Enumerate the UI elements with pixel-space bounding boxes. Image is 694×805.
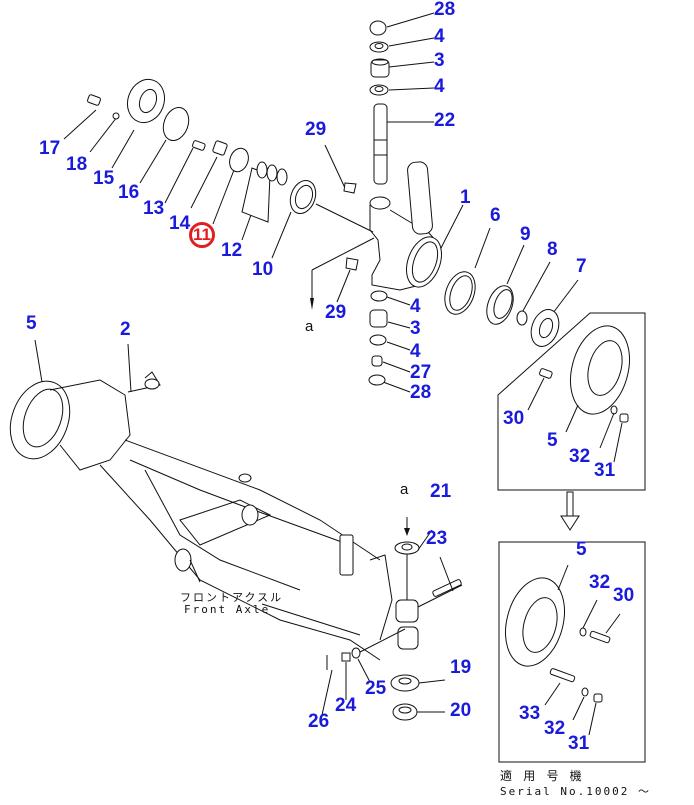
view-marker-a-top: a: [305, 318, 314, 335]
inset-arrow: [560, 491, 580, 531]
callout-9[interactable]: 9: [520, 224, 531, 245]
callout-21[interactable]: 21: [430, 481, 452, 502]
callout-32[interactable]: 32: [589, 572, 611, 593]
axle-label-english: Front Axle: [184, 603, 271, 616]
callout-12[interactable]: 12: [221, 240, 243, 261]
callout-30[interactable]: 30: [503, 408, 525, 429]
callout-20[interactable]: 20: [450, 700, 472, 721]
hub-components: [87, 78, 374, 233]
callout-4[interactable]: 4: [434, 76, 445, 97]
callout-22[interactable]: 22: [434, 110, 456, 131]
callout-1[interactable]: 1: [460, 187, 471, 208]
callout-28[interactable]: 28: [410, 382, 432, 403]
callout-32[interactable]: 32: [569, 446, 591, 467]
callout-29[interactable]: 29: [325, 302, 347, 323]
callout-15[interactable]: 15: [93, 168, 115, 189]
callout-7[interactable]: 7: [576, 256, 587, 277]
callout-16[interactable]: 16: [118, 182, 140, 203]
callout-18[interactable]: 18: [66, 154, 88, 175]
callout-25[interactable]: 25: [365, 678, 387, 699]
callout-4[interactable]: 4: [434, 26, 445, 47]
callout-5[interactable]: 5: [576, 539, 587, 560]
callout-19[interactable]: 19: [450, 657, 472, 678]
inset-hub-2: [498, 541, 646, 763]
callout-13[interactable]: 13: [143, 198, 165, 219]
callout-26[interactable]: 26: [308, 711, 330, 732]
callout-5[interactable]: 5: [547, 430, 558, 451]
callout-3[interactable]: 3: [434, 50, 445, 71]
callout-8[interactable]: 8: [547, 239, 558, 260]
callout-33[interactable]: 33: [519, 703, 541, 724]
callout-3[interactable]: 3: [410, 318, 421, 339]
callout-6[interactable]: 6: [490, 205, 501, 226]
highlight-ring: [189, 222, 215, 248]
serial-heading: 適 用 号 機: [500, 769, 584, 783]
view-marker-a-bottom: a: [400, 481, 409, 498]
axle-label-japanese: フロントアクスル: [180, 591, 284, 604]
kingpin-stack-top: [369, 20, 390, 185]
callout-27[interactable]: 27: [410, 362, 432, 383]
callout-5[interactable]: 5: [26, 313, 37, 334]
kingpin-stack-bottom: [368, 290, 388, 386]
callout-28[interactable]: 28: [434, 0, 456, 20]
callout-24[interactable]: 24: [335, 695, 357, 716]
callout-31[interactable]: 31: [594, 460, 616, 481]
callout-17[interactable]: 17: [39, 138, 61, 159]
callout-23[interactable]: 23: [426, 528, 448, 549]
callout-2[interactable]: 2: [120, 319, 131, 340]
serial-number-range: Serial No.10002 〜: [500, 785, 651, 798]
inset-hub-1: [497, 312, 646, 491]
callout-29[interactable]: 29: [305, 119, 327, 140]
callout-10[interactable]: 10: [252, 259, 274, 280]
callout-31[interactable]: 31: [568, 733, 590, 754]
callout-30[interactable]: 30: [613, 585, 635, 606]
axle-housing: [9, 371, 463, 721]
callout-4[interactable]: 4: [410, 341, 421, 362]
callout-14[interactable]: 14: [169, 213, 191, 234]
callout-4[interactable]: 4: [410, 296, 421, 317]
steering-knuckle: [310, 161, 560, 347]
callout-11-highlighted[interactable]: 11: [193, 225, 211, 244]
callout-32[interactable]: 32: [544, 718, 566, 739]
